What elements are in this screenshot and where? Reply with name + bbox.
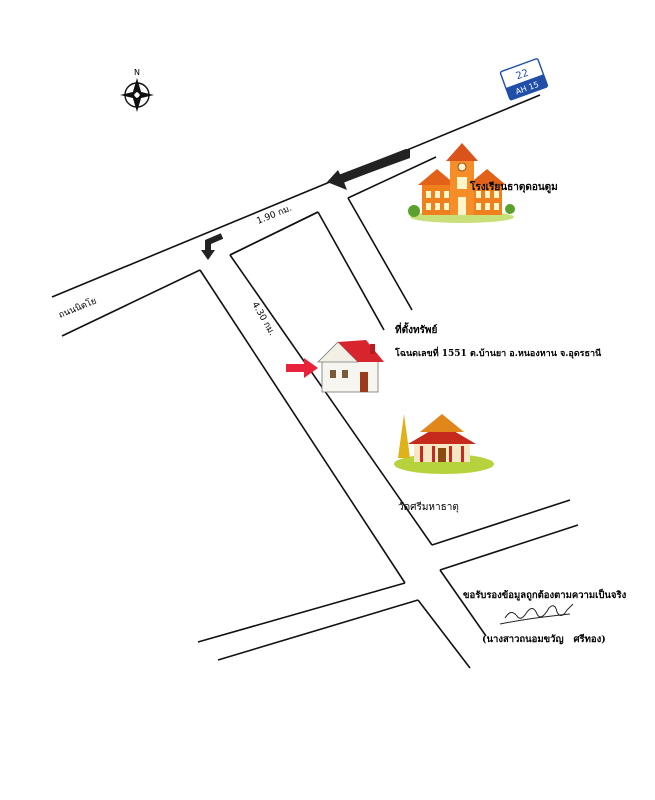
temple-label: วัดศรีมหาธาตุ xyxy=(398,501,459,513)
school-windows xyxy=(426,177,499,215)
compass-needle-east xyxy=(137,91,154,99)
certification-statement: ขอรับรองข้อมูลถูกต้องตามความเป็นจริง xyxy=(463,588,627,602)
house-roof xyxy=(338,340,384,362)
school-tree-left xyxy=(408,205,420,217)
property-deed: โฉนดเลขที่ 1551 ต.บ้านยา อ.หนองหาน จ.อุด… xyxy=(394,346,602,359)
main-road-south-edge-left xyxy=(61,269,201,337)
temple-pillars xyxy=(420,446,464,462)
school-icon xyxy=(408,143,515,223)
route-shield-number: 22 xyxy=(515,68,531,83)
school-label: โรงเรียนธาตุดอนตูม xyxy=(469,180,558,194)
house-window-1 xyxy=(330,370,336,378)
house-icon xyxy=(317,340,384,393)
branch-road-east-edge xyxy=(347,197,413,311)
temple-door xyxy=(438,448,446,462)
side-road-east-edge-2 xyxy=(229,254,433,546)
signature xyxy=(499,603,574,625)
house-chimney xyxy=(370,344,375,354)
side-road-east-edge-3 xyxy=(317,211,385,331)
house-door xyxy=(360,372,368,392)
school-tower-roof xyxy=(446,143,478,161)
temple-icon xyxy=(394,414,494,474)
certification-name: (นางสาวถนอมขวัญ ศรีทอง) xyxy=(482,633,606,645)
property-pointer-arrow xyxy=(286,358,318,378)
turn-arrow xyxy=(201,233,224,260)
temple-roof-upper xyxy=(420,414,464,432)
side-road-west-edge xyxy=(199,269,406,584)
school-right-roof xyxy=(468,169,506,185)
temple-roof-lower xyxy=(408,424,476,444)
south-road-east-edge xyxy=(439,569,487,637)
cross-road-south-edge-left xyxy=(197,582,406,643)
house-window-2 xyxy=(342,370,348,378)
temple-stupa xyxy=(398,414,410,458)
compass-north-label: N xyxy=(134,68,140,77)
property-title: ที่ตั้งทรัพย์ xyxy=(395,322,438,336)
compass: N xyxy=(120,68,154,112)
cross-road-south-edge-right xyxy=(439,524,579,571)
road-network xyxy=(51,94,579,669)
property-marker xyxy=(286,340,384,393)
distance-side-road: 4.30 กม. xyxy=(249,301,276,338)
cross-road-north-edge xyxy=(431,499,571,546)
main-road-south-edge-far xyxy=(347,156,437,199)
route-shield-band xyxy=(505,74,548,101)
south-road-west-edge xyxy=(417,599,471,669)
school-left-roof xyxy=(418,169,456,185)
distance-main-road: 1.90 กม. xyxy=(255,204,293,227)
turn-down-icon xyxy=(205,233,224,252)
direction-arrow-main xyxy=(327,148,410,190)
compass-needle-west xyxy=(120,91,137,99)
main-road-north-edge xyxy=(51,94,541,298)
school-left-wing xyxy=(422,183,452,215)
route-shield: 22 AH 15 xyxy=(499,58,548,101)
compass-needle-north xyxy=(132,78,142,95)
compass-needle-south xyxy=(132,95,142,112)
school-clock xyxy=(457,162,467,172)
school-tree-right xyxy=(505,204,515,214)
arrow-left-shaft xyxy=(336,148,410,185)
main-road-name: ถนนนิตโย xyxy=(57,296,98,321)
side-road-east-edge xyxy=(229,211,319,256)
cross-road-lower-edge xyxy=(217,599,419,661)
turn-down-arrowhead xyxy=(201,250,215,260)
